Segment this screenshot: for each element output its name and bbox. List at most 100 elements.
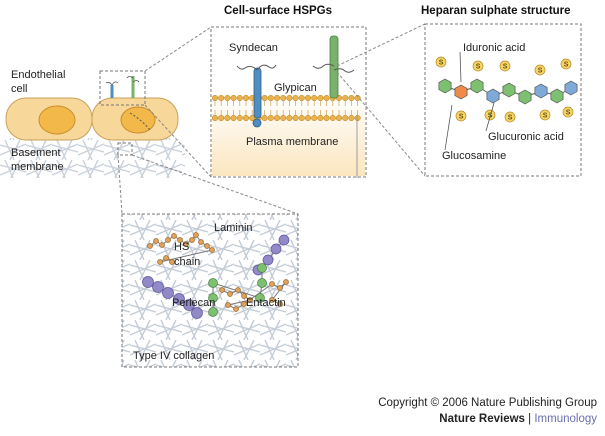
zoom-line-6 <box>336 71 426 177</box>
laminin-bead <box>171 233 177 239</box>
lipid-head <box>304 114 312 122</box>
laminin-bead <box>269 281 275 287</box>
lipid-head <box>317 94 324 102</box>
zoom-line-2 <box>144 104 212 178</box>
sulphate-symbol: S <box>503 64 508 71</box>
laminin-bead <box>241 293 247 299</box>
basement-membrane-label-line1: Basement <box>11 147 61 159</box>
laminin-bead <box>235 287 241 293</box>
lipid-head <box>323 94 330 102</box>
sugar-residue <box>486 88 500 104</box>
footer: Copyright © 2006 Nature Publishing Group… <box>0 395 597 427</box>
glucuronic-pointer <box>485 102 495 132</box>
laminin-bead <box>157 259 163 265</box>
laminin-bead <box>153 238 159 244</box>
syndecan-protein <box>236 64 277 128</box>
lipid-head <box>230 94 237 102</box>
lipid-bilayer <box>211 94 361 122</box>
sulphate-group <box>455 110 467 122</box>
sulphate-group <box>499 60 511 72</box>
zoom-line-4 <box>131 154 299 215</box>
glypican-protein <box>312 35 355 99</box>
endothelial-cell-label-line1: Endothelial <box>11 69 65 81</box>
lipid-head <box>286 114 293 122</box>
lipid-head <box>267 114 274 122</box>
sugar-residue <box>518 89 532 105</box>
entactin-globule <box>208 278 218 288</box>
laminin-bead <box>169 259 175 265</box>
laminin-bead <box>159 242 165 248</box>
nucleus-outline <box>129 112 151 131</box>
basement-detail-panel: Laminin HS chain Perlecan Entactin Type … <box>121 213 299 368</box>
entactin-globule <box>257 278 267 288</box>
lipid-head <box>273 114 281 122</box>
mini-glypican <box>126 76 140 98</box>
left-overview: Endothelial cell Basement membrane <box>0 26 299 215</box>
lipid-head <box>211 114 219 122</box>
lipid-head <box>280 114 287 122</box>
journal-line: Nature Reviews | Immunology <box>0 411 597 427</box>
lipid-head <box>218 114 225 122</box>
cell-surface-panel: Cell-surface HSPGs Syndecan Glypican Pla… <box>210 5 367 178</box>
laminin-bead <box>283 279 289 285</box>
basement-detail-box <box>121 213 299 368</box>
glucosamine-pointer <box>444 104 453 151</box>
lipid-head <box>348 114 355 122</box>
lipid-head <box>329 114 336 122</box>
lipid-head <box>342 114 349 122</box>
perlecan-bead <box>162 287 174 299</box>
laminin-bead <box>147 243 153 249</box>
laminin-bead <box>227 291 233 297</box>
sugar-residue <box>438 78 452 94</box>
glypican-label: Glypican <box>274 82 317 94</box>
laminin-bead <box>165 237 171 243</box>
lipid-head <box>354 114 361 122</box>
hs-chain-label-line1: HS <box>174 241 189 253</box>
sulphate-symbol: S <box>508 115 513 122</box>
sulphate-symbol: S <box>543 113 548 120</box>
lipid-head <box>298 114 305 122</box>
laminin-bead <box>193 232 199 238</box>
laminin-bead <box>198 239 204 245</box>
lipid-head <box>273 94 281 102</box>
journal-section: Immunology <box>534 413 597 425</box>
sulphate-group <box>504 111 516 123</box>
sulphate-group <box>560 58 572 70</box>
sulphate-symbol: S <box>476 64 481 71</box>
lipid-head <box>242 114 250 122</box>
lipid-head <box>261 94 268 102</box>
iduronic-acid-label: Iduronic acid <box>463 42 525 54</box>
laminin-molecule-2 <box>219 279 289 312</box>
hs-chain-label-line2: chain <box>174 256 200 268</box>
laminin-bead <box>204 243 210 249</box>
basement-membrane-mesh <box>0 138 185 178</box>
laminin-bead <box>277 301 283 307</box>
sulphate-symbol: S <box>566 110 571 117</box>
entactin-globule <box>208 293 218 303</box>
perlecan-label: Perlecan <box>172 297 215 309</box>
bead-link <box>227 299 251 306</box>
laminin-bead <box>277 285 283 291</box>
zoom-box-surface <box>99 70 146 106</box>
lipid-head <box>323 114 330 122</box>
glucuronic-acid-label: Glucuronic acid <box>488 131 564 143</box>
laminin-label: Laminin <box>214 222 253 234</box>
endothelial-cell-label-line2: cell <box>11 83 28 95</box>
nucleus-1 <box>38 105 76 135</box>
laminin-bead <box>177 237 183 243</box>
zoom-line-1 <box>144 26 212 72</box>
sugar-residue <box>454 84 468 100</box>
cell-surface-title: Cell-surface HSPGs <box>224 5 332 17</box>
copyright-line: Copyright © 2006 Nature Publishing Group <box>378 397 597 409</box>
basement-membrane-label-line2: membrane <box>11 161 64 173</box>
lipid-head <box>218 94 225 102</box>
lipid-head <box>236 114 243 122</box>
hspg-diagram: Endothelial cell Basement membrane Cell-… <box>0 5 582 368</box>
sulphate-group <box>562 106 574 118</box>
hs-structure-panel: Heparan sulphate structure SSSSSSSSSS Id… <box>336 5 582 177</box>
sulphate-symbol: S <box>459 114 464 121</box>
lipid-head <box>354 94 361 102</box>
lipid-head <box>292 114 299 122</box>
lipid-head <box>348 94 355 102</box>
laminin-bead <box>225 302 231 308</box>
